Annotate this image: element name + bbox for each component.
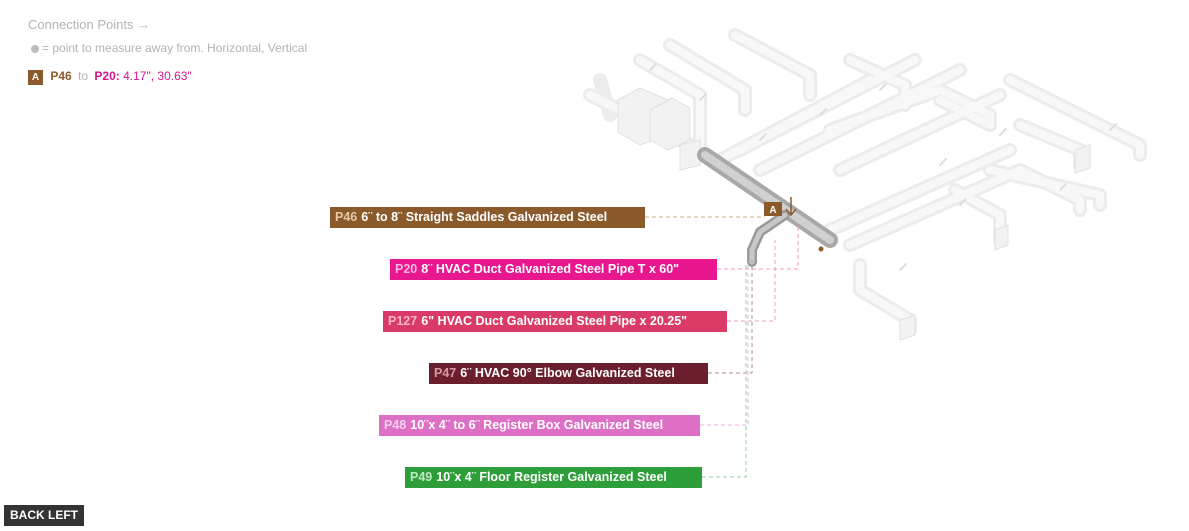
marker-a-label: A	[769, 205, 776, 216]
back-left-button[interactable]: BACK LEFT	[4, 505, 84, 526]
connection-points-legend: = point to measure away from. Horizontal…	[31, 41, 307, 55]
highlighted-components	[697, 147, 838, 267]
measurement-target: P20:	[94, 69, 120, 83]
part-name: 6¨ to 8¨ Straight Saddles Galvanized Ste…	[361, 210, 608, 224]
part-id: P127	[388, 314, 418, 328]
part-id: P49	[410, 470, 433, 484]
part-id: P48	[384, 418, 407, 432]
measurement-badge: A	[28, 70, 43, 85]
measurement-value: 4.17", 30.63"	[123, 69, 192, 83]
measurement-to-word: to	[78, 69, 89, 83]
measurement-from: P46	[50, 69, 72, 83]
connection-point-dot	[818, 246, 824, 252]
part-name: 8¨ HVAC Duct Galvanized Steel Pipe T x 6…	[421, 262, 680, 276]
part-name: 6¨ HVAC 90° Elbow Galvanized Steel	[460, 366, 675, 380]
arrow-down-icon	[785, 197, 797, 217]
part-name: 10¨x 4¨ to 6¨ Register Box Galvanized St…	[410, 418, 664, 432]
measurement-row[interactable]: A P46 to P20: 4.17", 30.63"	[28, 69, 192, 85]
part-id: P47	[434, 366, 457, 380]
legend-text: = point to measure away from. Horizontal…	[42, 41, 308, 55]
point-dot-icon	[31, 45, 39, 53]
part-id: P20	[395, 262, 418, 276]
connection-points-title: Connection Points →	[28, 17, 151, 32]
leader-lines	[645, 216, 799, 478]
part-name: 6" HVAC Duct Galvanized Steel Pipe x 20.…	[421, 314, 688, 328]
marker-a[interactable]: A	[764, 197, 797, 217]
part-id: P46	[335, 210, 358, 224]
part-name: 10¨x 4¨ Floor Register Galvanized Steel	[436, 470, 667, 484]
faded-duct-network	[583, 28, 1147, 341]
